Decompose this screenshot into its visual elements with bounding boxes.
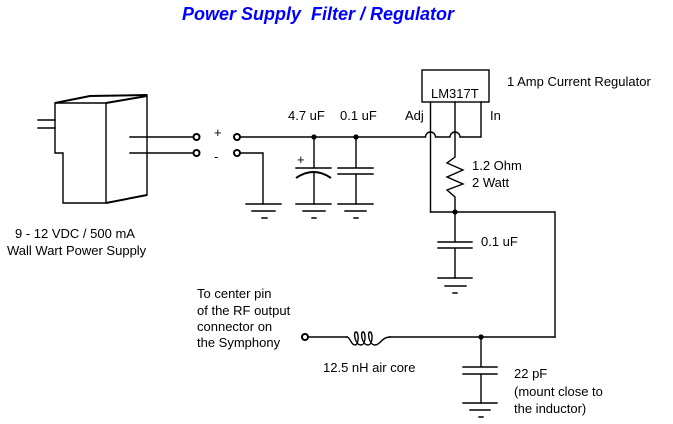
capacitor-c4 xyxy=(462,336,498,404)
terminal-minus-right xyxy=(233,149,241,157)
terminal-minus-left xyxy=(192,149,201,157)
ground-symbol xyxy=(245,203,282,219)
regulated-output-wire xyxy=(429,211,556,338)
capacitor-c4-note: (mount close to xyxy=(514,384,603,399)
regulator-description: 1 Amp Current Regulator xyxy=(507,74,651,89)
regulator-pin-adj-label: Adj xyxy=(405,108,424,123)
terminal-minus-label: - xyxy=(214,149,218,164)
wall-wart-output-leads xyxy=(129,136,194,154)
terminal-plus-right xyxy=(233,133,241,141)
capacitor-c4-value: 22 pF xyxy=(514,366,547,381)
resistor-wattage: 2 Watt xyxy=(472,175,509,190)
power-supply-name: Wall Wart Power Supply xyxy=(7,243,147,258)
wall-wart-top-right-edge xyxy=(105,95,148,104)
capacitor-c1-value: 4.7 uF xyxy=(288,108,325,123)
wall-plug-prongs xyxy=(37,119,56,129)
regulator-part-number: LM317T xyxy=(431,86,479,101)
capacitor-c1-electrolytic xyxy=(295,136,332,205)
capacitor-c2 xyxy=(337,136,374,205)
resistor-value: 1.2 Ohm xyxy=(472,158,522,173)
regulator-pin-in-label: In xyxy=(490,108,501,123)
diagram-title: Power Supply Filter / Regulator xyxy=(182,4,455,24)
inductor-value: 12.5 nH air core xyxy=(323,360,416,375)
capacitor-c3-value: 0.1 uF xyxy=(481,234,518,249)
output-note-line: To center pin xyxy=(197,286,271,301)
capacitor-c1-polarity: + xyxy=(297,152,305,167)
capacitor-c2-value: 0.1 uF xyxy=(340,108,377,123)
terminal-plus-label: + xyxy=(214,125,222,140)
wall-wart-power-supply xyxy=(37,94,194,204)
inductor-l1 xyxy=(346,331,391,346)
negative-return-wire xyxy=(239,152,264,205)
wall-wart-top-edge xyxy=(54,94,148,104)
output-note-line: connector on xyxy=(197,319,272,334)
wall-wart-bottom-edge xyxy=(105,194,148,204)
ground-symbol xyxy=(295,203,332,219)
ground-symbol xyxy=(462,402,498,418)
terminal-plus-left xyxy=(192,133,201,141)
power-supply-rating: 9 - 12 VDC / 500 mA xyxy=(15,226,135,241)
capacitor-c3 xyxy=(437,211,473,279)
ground-symbol xyxy=(337,203,374,219)
positive-rail-wire xyxy=(239,101,482,138)
rf-output-terminal xyxy=(301,333,309,341)
capacitor-c4-note: the inductor) xyxy=(514,401,586,416)
output-note-line: of the RF output xyxy=(197,303,291,318)
output-note-line: the Symphony xyxy=(197,335,281,350)
resistor-r1 xyxy=(445,101,465,213)
ground-symbol xyxy=(437,277,473,294)
